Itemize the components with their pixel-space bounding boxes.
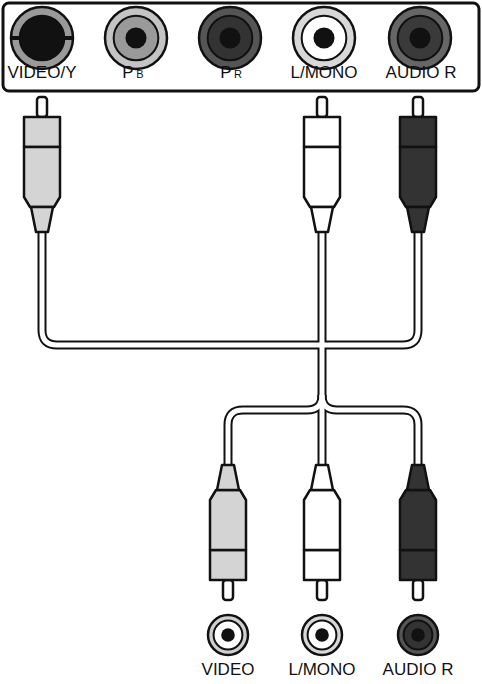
jack-label: L/MONO [290, 64, 357, 81]
rca-jack [11, 7, 73, 69]
rca-plug [304, 97, 340, 232]
jack-label: VIDEO/Y [8, 64, 77, 81]
rca-plug [400, 97, 436, 232]
jack-label: AUDIO R [386, 64, 457, 81]
rca-jack [199, 7, 261, 69]
rca-jack [302, 615, 342, 655]
jack-label-subscript: R [234, 69, 242, 80]
cable [42, 230, 418, 470]
jack-label: P [122, 64, 133, 81]
rca-plug [24, 97, 60, 232]
rca-jack [293, 7, 355, 69]
jack-label: L/MONO [288, 661, 355, 678]
rca-jack [389, 7, 451, 69]
rca-jack [398, 615, 438, 655]
jack-panel [3, 3, 479, 91]
jack-label: AUDIO R [383, 661, 454, 678]
rca-jack [208, 615, 248, 655]
rca-jack [105, 7, 167, 69]
rca-plug [400, 465, 436, 600]
rca-plug [304, 465, 340, 600]
rca-plug [210, 465, 246, 600]
jack-label: VIDEO [202, 661, 255, 678]
jack-label-subscript: B [136, 69, 143, 80]
jack-label: P [220, 64, 231, 81]
